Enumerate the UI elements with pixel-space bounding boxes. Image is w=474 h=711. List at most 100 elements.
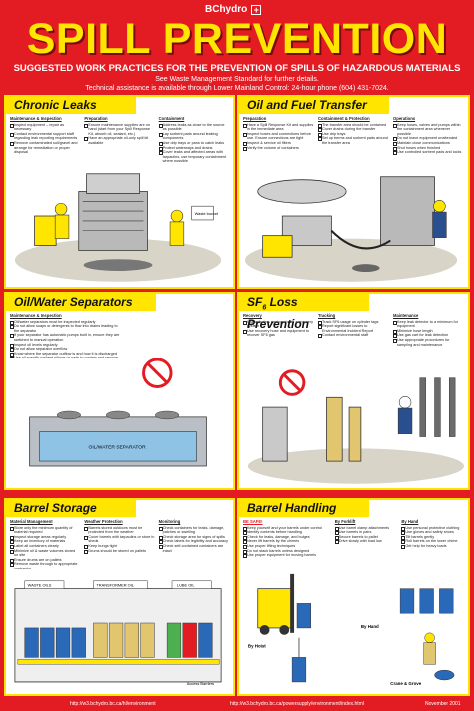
list-item: Do not allow separator overflow xyxy=(10,347,123,352)
chronic-leaks-illustration: Waste bucket xyxy=(10,162,229,285)
footer-url-2[interactable]: http://w3.bchydro.bc.ca/powersupply/envi… xyxy=(230,701,364,707)
list-item: Check self-contained containers are inta… xyxy=(158,544,229,553)
col-heading: Material Management xyxy=(10,519,53,524)
panel-title: Oil/Water Separators xyxy=(6,294,156,311)
sf6-illustration xyxy=(243,358,464,486)
col-tracking: Tracking Track SF6 usage on cylinder tag… xyxy=(318,313,389,347)
list-item: Check labels for legibility and accuracy xyxy=(158,539,229,544)
crane-grove-label: Crane & Grove xyxy=(390,681,421,686)
list-item: Label all containers clearly xyxy=(10,544,80,549)
list-item: Remove contaminated soil/gravel and arra… xyxy=(10,141,80,155)
barrel-storage-illustration: WASTE OILS TRANSFORMER OIL LUBE OIL Acce… xyxy=(10,569,229,692)
list-item: The transfer area should be contained xyxy=(318,123,389,128)
col-heading: Preparation xyxy=(243,116,267,121)
list-item: Ensure drums are on pallets xyxy=(10,558,80,563)
list-item: Identify contents before handling xyxy=(243,530,331,535)
col-maintenance: Maintenance & Inspection Inspect equipme… xyxy=(10,116,80,164)
list-item: Ensure maintenance supplies are on hand … xyxy=(84,123,154,137)
list-item: Cover barrels with tarpaulins or store i… xyxy=(84,535,154,544)
list-item: Use barrels in pairs xyxy=(334,530,398,535)
list-item: Barrels stored outdoors must be protecte… xyxy=(84,526,154,535)
panel-barrel-handling: Barrel Handling BE SAFE! Keep yourself a… xyxy=(237,498,470,696)
list-item: Tilt barrels gently xyxy=(401,535,464,540)
col-heading: Maintenance & Inspection xyxy=(10,313,62,318)
col-heading: By Hand xyxy=(401,519,419,524)
list-item: Use gloves and safety shoes xyxy=(401,530,464,535)
list-item: Keep an inventory of materials xyxy=(10,539,80,544)
access-barriers-label: Access Barriers xyxy=(187,681,214,686)
label-lube-oil: LUBE OIL xyxy=(177,583,195,588)
list-item: Do not leave equipment unattended xyxy=(393,136,464,141)
panel-title: Barrel Storage xyxy=(6,500,136,517)
list-item: Oil/water separators must be inspected r… xyxy=(10,320,123,325)
col-containment: Containment Address leaks as close to th… xyxy=(158,116,229,164)
col-operations: Operations Keep hoses, valves and pumps … xyxy=(393,116,464,155)
title-subscript: 6 xyxy=(262,304,267,312)
footer-url-1[interactable]: http://w3.bchydro.bc.ca/hl/environment xyxy=(70,701,156,707)
list-item: Check for leaks, damage, and bulges xyxy=(243,535,331,540)
col-heading: Weather Protection xyxy=(84,519,123,524)
list-item: Address leaks as close to the source as … xyxy=(158,123,229,132)
list-item: Roll barrels on the lower chime xyxy=(401,539,464,544)
list-item: Drums should be stored on pallets xyxy=(84,549,154,554)
list-item: Have a Spill Response Kit and supplies i… xyxy=(243,123,314,132)
col-by-forklift: By Forklift Use barrel clamp attachments… xyxy=(334,519,398,558)
col-heading: Containment & Protection xyxy=(318,116,370,121)
list-item: Use recovery hose and equipment to recov… xyxy=(243,329,314,338)
list-item: Shut hoses when finished xyxy=(393,146,464,151)
col-maintenance: Maintenance Keep leak detector to a mini… xyxy=(393,313,464,347)
by-hoist-label: By Hoist xyxy=(248,644,266,649)
col-by-hand: By Hand Use personal protective clothing… xyxy=(401,519,464,558)
footer-date: November 2001 xyxy=(425,701,461,707)
list-item: Use gas cart for leak detection xyxy=(393,333,464,338)
list-item: Cover drains during the transfer xyxy=(318,127,389,132)
separator-label: OIL/WATER SEPARATOR xyxy=(89,444,147,450)
list-item: Have an appropriate oil-only spill kit a… xyxy=(84,136,154,145)
list-item: Verify the volume of containers xyxy=(243,146,314,151)
col-recovery: Recovery Use cylinders equipped with a r… xyxy=(243,313,314,347)
col-be-safe: BE SAFE! Keep yourself and your barrels … xyxy=(243,519,331,558)
waste-bucket-sign: Waste bucket xyxy=(195,211,219,216)
oil-transfer-illustration xyxy=(243,162,464,285)
label-transformer-oil: TRANSFORMER OIL xyxy=(96,583,134,588)
list-item: Maintain close communications xyxy=(393,141,464,146)
bchydro-logo: BChydro + xyxy=(205,4,262,15)
list-item: Contact environmental support staff rega… xyxy=(10,132,80,141)
col-heading: Tracking xyxy=(318,313,336,318)
list-item: Remove waste through to appropriate cont… xyxy=(10,562,80,571)
col-material-management: Material Management Store only the minim… xyxy=(10,519,80,572)
list-item: Know where the separator outflow is and … xyxy=(10,352,123,357)
list-item: Do not allow soaps or detergents to flow… xyxy=(10,324,123,333)
list-item: Check containers for leaks, damage, patc… xyxy=(158,526,229,535)
panel-title: Chronic Leaks xyxy=(6,97,136,114)
list-item: Report significant losses to Environment… xyxy=(318,324,389,333)
by-hand-label: By Hand xyxy=(361,624,379,629)
list-item: Minimize oil & waste volumes stored on s… xyxy=(10,549,80,558)
header: BChydro + SPILL PREVENTION SUGGESTED WOR… xyxy=(0,0,474,95)
list-item: Keep leak detector to a minimum for equi… xyxy=(393,320,464,329)
col-heading: Recovery xyxy=(243,313,262,318)
panel-title: SF6 Loss Prevention xyxy=(239,294,369,331)
list-item: If your separator has automatic pumps bu… xyxy=(10,333,123,342)
list-item: Inspect & service oil filters xyxy=(243,141,314,146)
brand-text: BChydro xyxy=(205,4,248,15)
list-item: Inspect equipment – repair as necessary xyxy=(10,123,80,132)
list-item: Use appropriate procedures for sampling … xyxy=(393,338,464,347)
panel-columns: BE SAFE! Keep yourself and your barrels … xyxy=(243,519,464,558)
footer: http://w3.bchydro.bc.ca/hl/environment h… xyxy=(0,699,474,711)
list-item: Use personal protective clothing xyxy=(401,526,464,531)
col-heading: BE SAFE! xyxy=(243,519,263,524)
col-containment: Containment & Protection The transfer ar… xyxy=(318,116,389,155)
page-subtitle: SUGGESTED WORK PRACTICES FOR THE PREVENT… xyxy=(13,63,461,74)
panel-sf6-loss-prevention: SF6 Loss Prevention Recovery Use cylinde… xyxy=(237,292,470,490)
list-item: Cover leaks and affected areas with tarp… xyxy=(158,150,229,164)
title-part: SF xyxy=(247,295,263,309)
col-heading: Maintenance & Inspection xyxy=(10,116,62,121)
list-item: Keep hoses, valves and pumps within the … xyxy=(393,123,464,137)
page-title: SPILL PREVENTION xyxy=(26,15,448,63)
list-item: Store only the minimum quantity of mater… xyxy=(10,526,80,535)
list-item: Use proper lifting techniques xyxy=(243,544,331,549)
list-item: Do not stack barrels unless designed xyxy=(243,549,331,554)
list-item: Use proper equipment for moving barrels xyxy=(243,553,331,558)
col-preparation: Preparation Have a Spill Response Kit an… xyxy=(243,116,314,155)
